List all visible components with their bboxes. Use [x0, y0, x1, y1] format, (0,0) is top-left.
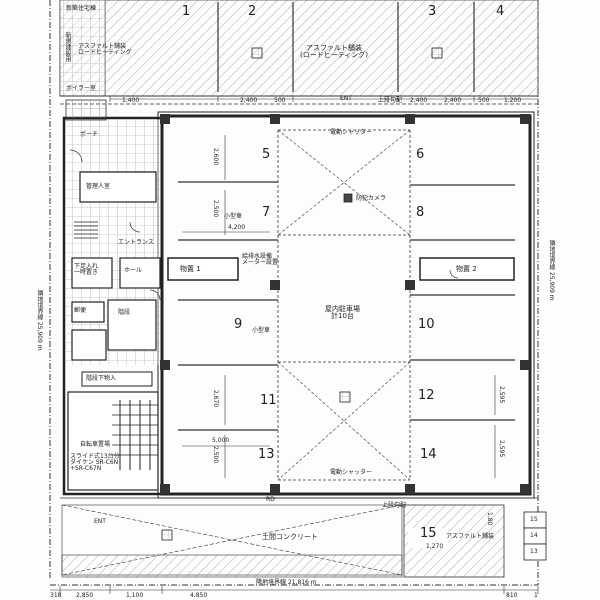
label-grade-bottom: 上段勾配: [382, 502, 407, 509]
bottom-hatch: [61, 554, 403, 578]
dim-top: 1,400: [122, 97, 140, 104]
left-wing: [62, 116, 164, 496]
label-mailbox: 郵便: [74, 307, 87, 314]
dim-bottom: 1,100: [126, 592, 144, 599]
label-grade-top: 上段勾配: [378, 97, 403, 104]
space-number-3: 3: [428, 4, 437, 19]
side-table-cell: 15: [530, 516, 538, 523]
label-basement-storage: 階段下物入: [86, 375, 117, 382]
label-shutter-bottom: 電動シャッター: [330, 469, 373, 476]
label-bike-parking: 自転車置場: [80, 441, 111, 448]
drain-grate: [339, 391, 351, 403]
space-number-12: 12: [418, 388, 435, 403]
storage-2: [419, 257, 515, 281]
label-vertical-sign: 新規建設用: [64, 32, 71, 62]
dim-bottom: 2,850: [76, 592, 94, 599]
space-number-13: 13: [258, 447, 275, 462]
parking-layout: [178, 129, 515, 481]
space-number-1: 1: [182, 4, 191, 19]
label-concrete: 土間コンクリート: [262, 533, 318, 541]
dim-room: 2,670: [212, 390, 219, 408]
label-management: 管理人室: [86, 183, 111, 190]
drain-grate: [431, 47, 443, 59]
label-indoor-parking: 屋内駐車場 計10台: [325, 305, 360, 320]
space-number-15: 15: [420, 526, 437, 541]
space-number-7: 7: [262, 205, 271, 220]
space-number-14: 14: [420, 447, 437, 462]
storage-1: [167, 257, 239, 281]
space-number-4: 4: [496, 4, 505, 19]
road-heating-strip: [59, 0, 106, 97]
label-ent-bottom: ENT: [94, 518, 106, 525]
space-number-6: 6: [416, 147, 425, 162]
lot-boundary: [49, 0, 539, 586]
dim-room: 2,595: [498, 386, 505, 404]
space-number-10: 10: [418, 317, 435, 332]
label-road-heating: アスファルト舗装 ロードヒーティング: [78, 43, 132, 56]
asphalt-area-top: [59, 0, 539, 97]
label-small-car: 小型車: [224, 213, 243, 220]
dim-bottom: 318: [50, 592, 62, 599]
dim-room: 2,500: [212, 446, 219, 464]
dim-room: 5,000: [212, 437, 230, 444]
drain-grate: [161, 529, 173, 541]
label-entrance: エントランス: [118, 239, 154, 246]
porch: [65, 99, 107, 121]
label-storage-2: 物置 2: [456, 265, 477, 273]
space-number-9: 9: [234, 317, 243, 332]
dim-bottom: 1: [534, 592, 538, 599]
label-boiler: ボイラー室: [66, 85, 97, 92]
dim-top: 500: [478, 97, 490, 104]
space-number-2: 2: [248, 4, 257, 19]
dim-room: 2,595: [498, 440, 505, 458]
dim-bottom: 4,850: [190, 592, 208, 599]
space-number-5: 5: [262, 147, 271, 162]
label-boundary-right: 隣地境界線 25,909 m: [548, 240, 555, 301]
dim-top: 2,400: [240, 97, 258, 104]
dim-lower: 1,80: [486, 512, 493, 526]
label-ent-top: ENT: [340, 95, 352, 102]
bike-parking: [67, 391, 159, 491]
dim-lower: 1,270: [426, 543, 444, 550]
label-camera: 防犯カメラ: [356, 195, 387, 202]
label-stair: 階段: [118, 309, 131, 316]
dim-top: 1,200: [504, 97, 522, 104]
label-rd: RD: [266, 496, 275, 503]
label-boundary-bottom: 隣地境界線 21,816 m: [256, 579, 317, 586]
camera-marker: [343, 193, 353, 203]
label-porch: ポーチ: [80, 131, 99, 138]
side-table-cell: 14: [530, 532, 538, 539]
dim-room: 2,500: [212, 200, 219, 218]
side-table-cell: 13: [530, 548, 538, 555]
label-shutter-top: 電動シャッター: [330, 129, 373, 136]
dim-room: 4,200: [228, 224, 246, 231]
label-shoe-box: 下足入れ 一時置き: [74, 263, 99, 276]
dim-top: 2,400: [444, 97, 462, 104]
label-boundary-left: 隣地境界線 25,909 m: [36, 290, 43, 351]
label-small-car-2: 小型車: [252, 327, 271, 334]
space-number-11: 11: [260, 393, 277, 408]
label-bike-rack: スライド式13台分 ダイケン SR-C6N +SR-C67N: [70, 453, 120, 472]
dim-bottom: 810: [506, 592, 518, 599]
label-asphalt-bottom: アスファルト舗装: [446, 533, 495, 540]
label-asphalt-top: アスファルト舗装 (ロードヒーティング): [300, 44, 369, 59]
space-number-8: 8: [416, 205, 425, 220]
side-table: [523, 511, 547, 561]
dim-top: 2,400: [410, 97, 428, 104]
dim-room: 2,600: [212, 148, 219, 166]
label-meter: 給排水設備 メーター設置: [242, 253, 279, 266]
label-hall: ホール: [124, 267, 143, 274]
label-storage-1: 物置 1: [180, 265, 201, 273]
drain-grate: [251, 47, 263, 59]
label-top-left: 新築住宅棟: [66, 5, 97, 12]
dim-top: 500: [274, 97, 286, 104]
